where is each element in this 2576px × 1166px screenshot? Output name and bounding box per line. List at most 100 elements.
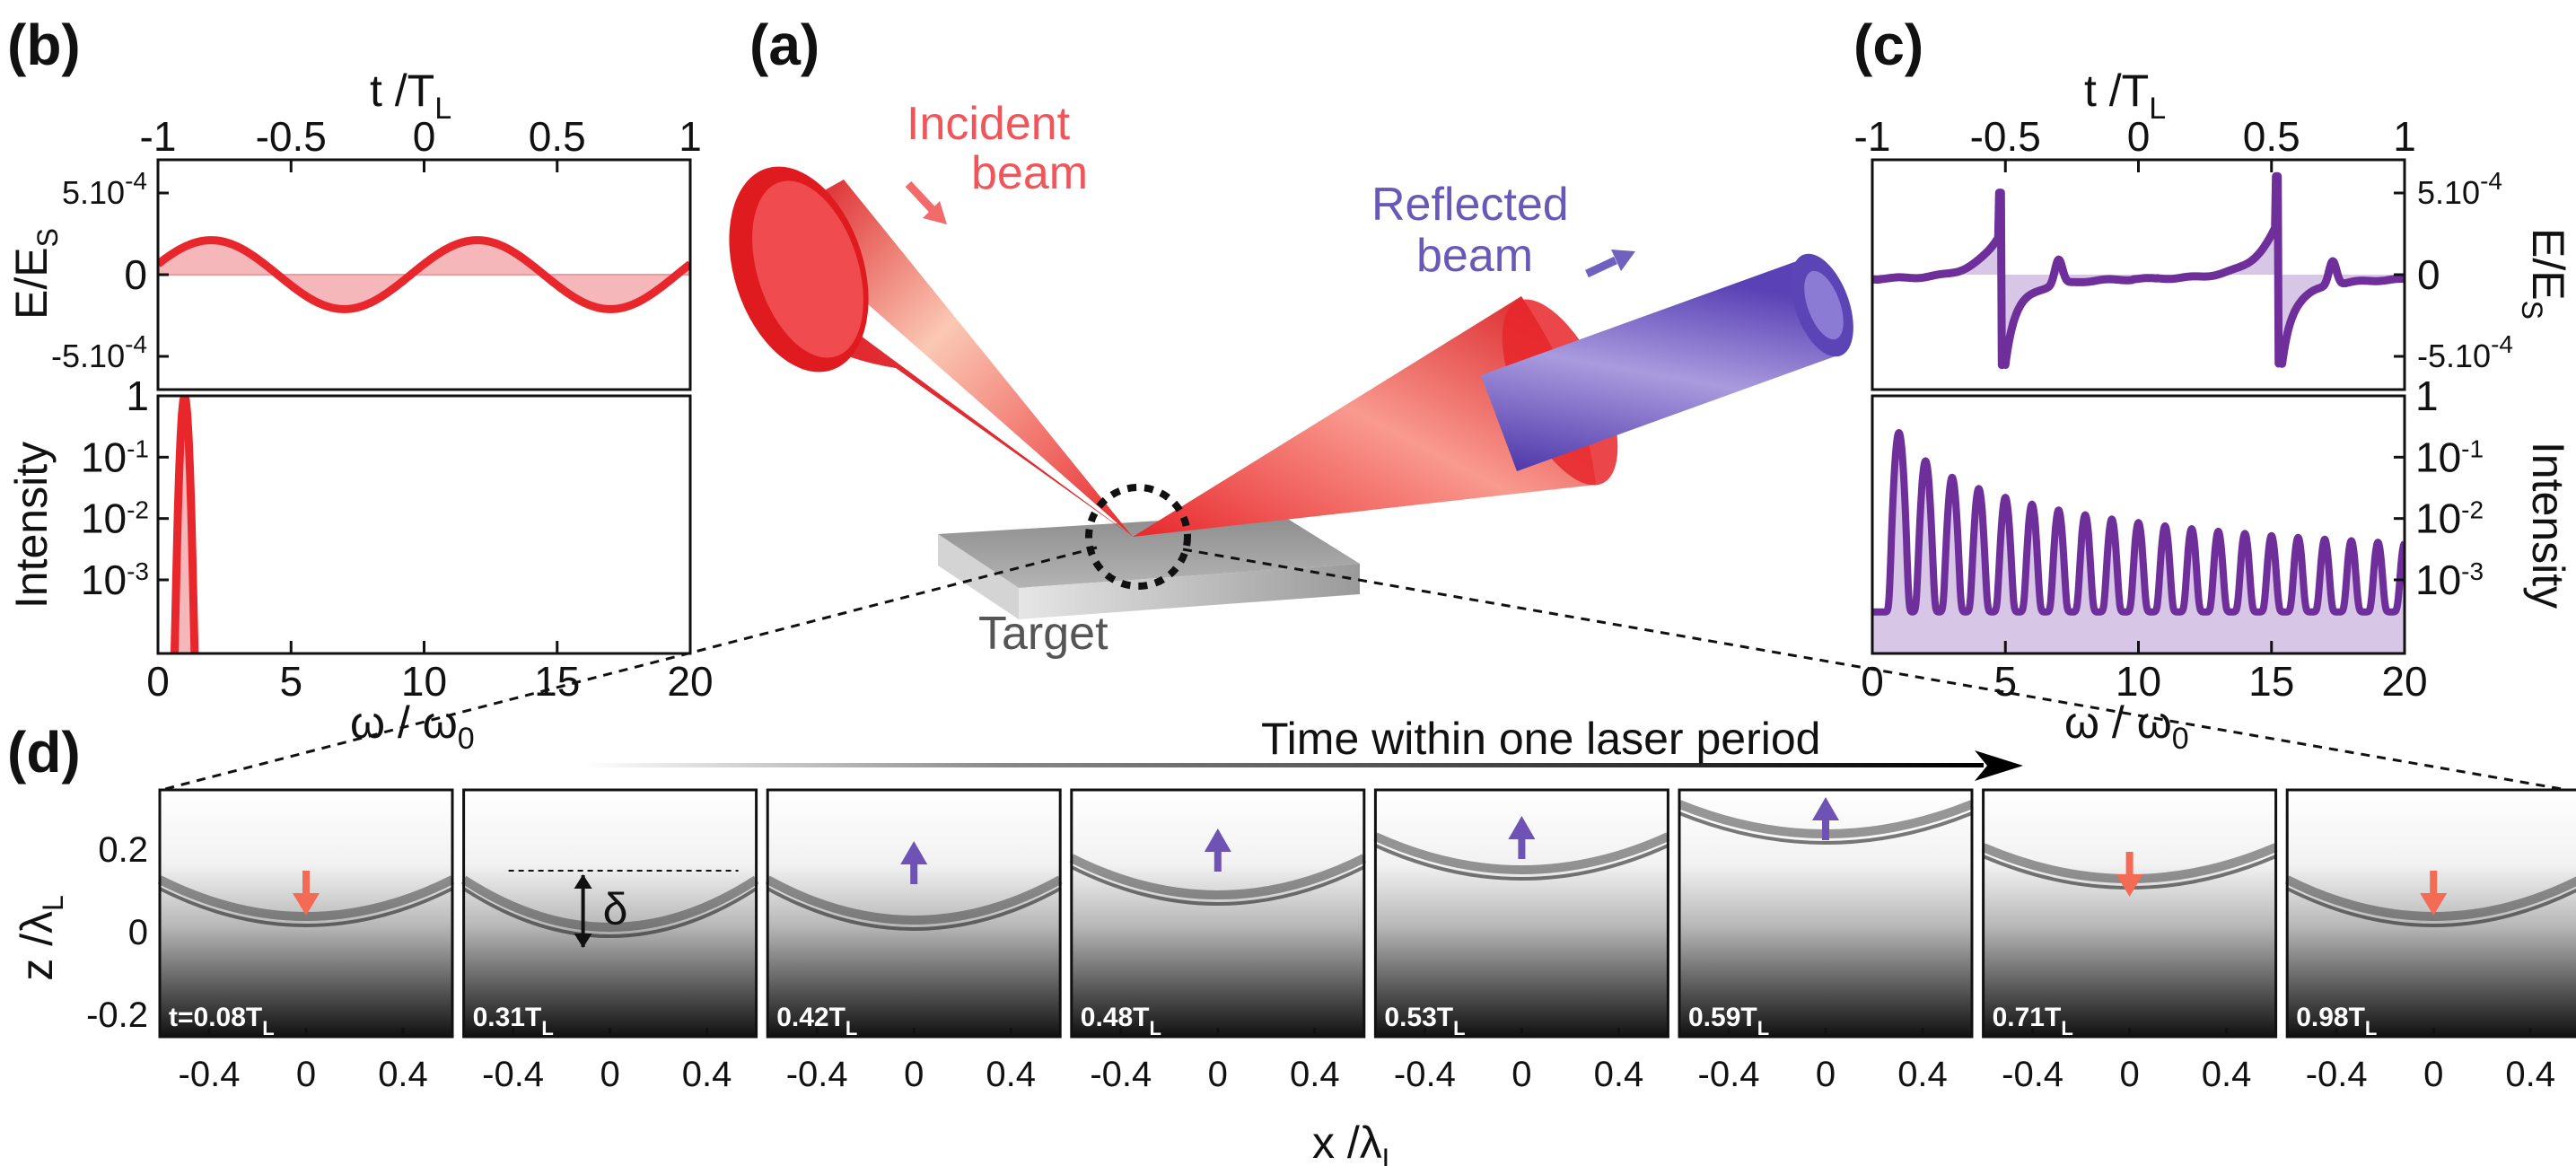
incident-cone	[729, 166, 1133, 537]
b-omega-tick: 5	[279, 658, 302, 705]
panel-d: Time within one laser period z /λL 0.2 0…	[12, 714, 2576, 1166]
svg-text:Intensity: Intensity	[2523, 442, 2573, 609]
c-omega-tick: 10	[2116, 658, 2161, 705]
delta-symbol: δ	[603, 884, 628, 934]
x-tick-label: 0	[296, 1055, 316, 1094]
panel-label-a: (a)	[749, 13, 819, 77]
frame-time-label: 0.31TL	[473, 1003, 554, 1039]
x-tick-label: 0.4	[2505, 1055, 2555, 1094]
down-arrow-icon	[293, 871, 320, 916]
down-arrow-icon	[2116, 852, 2143, 897]
b-i-tick: 10-2	[81, 495, 149, 542]
x-tick-label: 0	[1816, 1055, 1836, 1094]
c-omega-tick: 15	[2248, 658, 2294, 705]
b-spectrum-frame	[156, 394, 692, 655]
c-i-tick: 1	[2415, 373, 2439, 419]
b-i-tick: 10-1	[81, 434, 149, 480]
c-i-tick: 10-3	[2415, 557, 2484, 603]
panel-label-d: (d)	[7, 720, 81, 785]
svg-text:Intensity: Intensity	[6, 442, 57, 609]
incident-direction-arrow-icon	[905, 180, 947, 224]
x-tick-label: 0	[2423, 1055, 2443, 1094]
b-t-tick: -0.5	[256, 113, 327, 160]
x-tick-label: -0.4	[1394, 1055, 1456, 1094]
c-omega-tick: 5	[1993, 658, 2017, 705]
z-axis-label: z /λL	[12, 895, 69, 981]
x-tick-label: 0.4	[1290, 1055, 1340, 1094]
b-omega-tick: 20	[667, 658, 713, 705]
b-t-tick: 0.5	[529, 113, 586, 160]
b-omega-axis-label: ω / ω0	[350, 697, 475, 756]
b-spectrum-line	[170, 396, 199, 653]
x-tick-label: 0.4	[1594, 1055, 1644, 1094]
b-e-tick: 5.10-4	[62, 167, 147, 211]
c-field-line	[1872, 171, 2405, 370]
svg-text:E/ES: E/ES	[2516, 228, 2573, 320]
c-e-tick: -5.10-4	[2417, 330, 2513, 374]
b-t-axis-label: t /TL	[370, 66, 451, 126]
time-arrow-label: Time within one laser period	[1261, 714, 1820, 764]
reflected-purple-beam	[1481, 253, 1853, 471]
c-t-tick: 0.5	[2243, 113, 2300, 160]
time-arrow-head-icon	[1975, 750, 2023, 781]
c-e-tick: 0	[2417, 251, 2440, 298]
snapshot-frames: t=0.08TL -0.4 0 0.4 δ 0.31TL -0.4 0 0.4 0.42TL -0.…	[157, 788, 2576, 1094]
c-i-tick: 10-2	[2415, 495, 2484, 542]
b-e-tick: 0	[124, 251, 147, 298]
up-arrow-icon	[1508, 816, 1536, 859]
b-t-tick: -1	[140, 113, 177, 160]
x-tick-label: -0.4	[2306, 1055, 2368, 1094]
b-t-tick: 0	[413, 113, 436, 160]
frame-time-label: 0.48TL	[1081, 1003, 1161, 1039]
snapshot-frame: 0.98TL -0.4 0 0.4	[2284, 788, 2576, 1094]
c-e-tick: 5.10-4	[2417, 167, 2502, 211]
svg-text:0.2: 0.2	[98, 830, 148, 870]
b-intensity-axis-label: Intensity	[6, 442, 57, 609]
c-t-tick: -1	[1854, 113, 1891, 160]
c-intensity-axis-label: Intensity	[2523, 442, 2573, 609]
up-arrow-icon	[1812, 797, 1839, 840]
b-spectrum-fill	[158, 396, 690, 653]
up-arrow-icon	[1204, 828, 1231, 872]
c-omega-tick: 0	[1861, 658, 1884, 705]
x-tick-label: 0	[904, 1055, 924, 1094]
c-t-tick: -0.5	[1970, 113, 2041, 160]
z-ticks: 0.2 0 -0.2	[86, 830, 148, 1035]
svg-text:-0.2: -0.2	[86, 995, 148, 1035]
x-tick-label: 0	[600, 1055, 619, 1094]
c-t-tick: 1	[2393, 113, 2416, 160]
target-label: Target	[978, 608, 1108, 660]
incident-beam-label-line1: Incident	[907, 98, 1071, 150]
zoom-line-right	[1182, 548, 2568, 792]
time-arrow-shaft	[583, 763, 1984, 767]
frame-time-label: 0.42TL	[776, 1003, 857, 1039]
frame-time-label: t=0.08TL	[169, 1003, 275, 1039]
frame-time-label: 0.98TL	[2296, 1003, 2377, 1039]
svg-text:0: 0	[128, 913, 148, 952]
frame-time-label: 0.71TL	[1993, 1003, 2073, 1039]
target-slab	[938, 513, 1360, 619]
x-tick-label: -0.4	[1698, 1055, 1760, 1094]
x-tick-label: -0.4	[179, 1055, 241, 1094]
b-i-tick: 10-3	[81, 557, 149, 603]
b-field-line	[158, 236, 690, 313]
x-tick-label: -0.4	[786, 1055, 848, 1094]
c-t-axis-label: t /TL	[2084, 66, 2166, 126]
x-tick-label: 0.4	[1897, 1055, 1948, 1094]
c-spectrum-line	[1872, 429, 2405, 616]
frame-time-label: 0.59TL	[1688, 1003, 1769, 1039]
panel-label-b: (b)	[7, 13, 81, 77]
x-tick-label: 0	[1511, 1055, 1531, 1094]
